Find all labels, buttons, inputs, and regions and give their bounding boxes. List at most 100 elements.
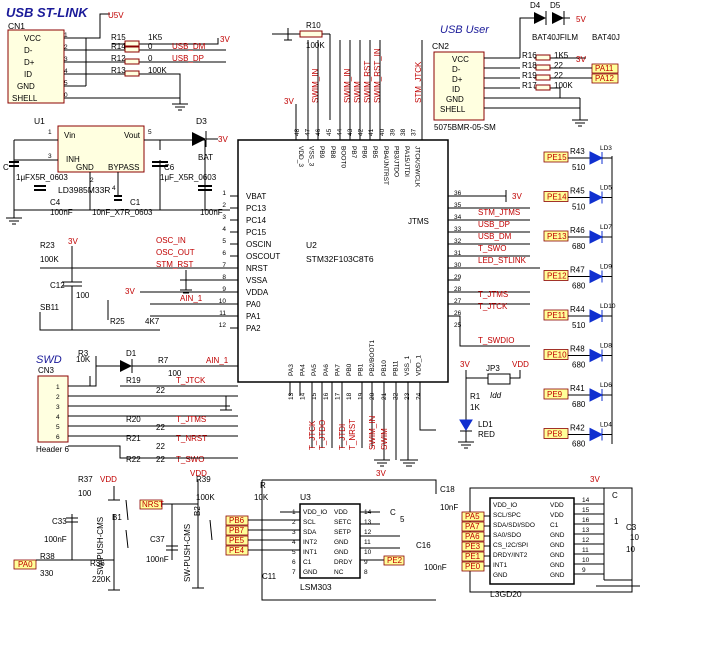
- r23-ref: R23: [40, 241, 55, 250]
- r14-body: [124, 46, 140, 53]
- pa0-label: PA0: [18, 560, 33, 569]
- r37-ref: R37: [78, 475, 93, 484]
- mcu-pin-pb11: PB11: [392, 360, 399, 376]
- led-port-tag: [543, 151, 569, 163]
- b2-part: SW-PUSH-CMS: [183, 524, 192, 582]
- r3-ref: R3: [78, 349, 89, 358]
- u1-pin3: 3: [48, 153, 52, 160]
- lsm-pin-scl: SCL: [303, 519, 316, 526]
- pe2-tag: [383, 555, 405, 566]
- led-port-pe10: PE10: [547, 351, 567, 360]
- right-net-t_jtck: T_JTCK: [478, 302, 508, 311]
- mcu-top-num: 42: [358, 128, 365, 136]
- lsm-pin-gnd: GND: [334, 549, 349, 556]
- r12-label: R12: [111, 54, 126, 63]
- bottom-net-t_jtdi: T_JTDI: [338, 424, 347, 450]
- c37-ref: C37: [150, 535, 165, 544]
- lsm-rnum: 8: [364, 569, 368, 576]
- c5-value: 5: [400, 515, 405, 524]
- d4-diode-icon: [534, 12, 546, 24]
- u1-bypass: BYPASS: [108, 163, 139, 172]
- mcu-pin-num: 1: [222, 190, 226, 197]
- l3g-c-ref: C: [612, 491, 618, 500]
- right-net-labels: STM_JTMSUSB_DPUSB_DMT_SWOLED_STLINKT_JTM…: [478, 208, 527, 345]
- jp3-idd: Idd: [490, 391, 502, 400]
- usb-dp-net: USB_DP: [172, 54, 204, 63]
- l3gd20-section: 3V L3GD20 VDD_IOSCL/SPCSDA/SDI/SDOSA0/SD…: [461, 475, 640, 599]
- l3g-c3-ref: C3: [626, 523, 637, 532]
- lsm-pin-drdy: DRDY: [334, 559, 353, 566]
- d5-diode-icon: [552, 12, 564, 24]
- mcu-pin-num: 5: [222, 238, 226, 245]
- l3g-pin-c1: C1: [550, 522, 559, 529]
- mcu-3v-right: 3V: [512, 192, 522, 201]
- mcu-pin-pb4-jntrst: PB4/JNTRST: [382, 146, 389, 185]
- u3-lsm303: [299, 503, 361, 579]
- u2-ref: U2: [306, 240, 317, 250]
- mcu-pin-num: 9: [222, 286, 226, 293]
- mcu-right-num: 34: [454, 214, 462, 221]
- r17-body: [535, 84, 551, 91]
- lsm-pin-sda: SDA: [303, 529, 317, 536]
- lsm-pin-c1: C1: [303, 559, 312, 566]
- l3g-rnum: 15: [582, 507, 590, 514]
- mcu-pin-pa4: PA4: [300, 364, 307, 376]
- mcu-bottom-num: 14: [300, 392, 307, 400]
- lsm-pin-int2: INT2: [303, 539, 317, 546]
- c12-ref: C12: [50, 281, 65, 290]
- r1-value: 1K: [470, 403, 480, 412]
- mcu-pin-vdd_3: VDD_3: [297, 146, 304, 167]
- cn2-ref: CN2: [432, 41, 449, 51]
- cn3-pin-2: 2: [56, 394, 60, 401]
- lsm-3v: 3V: [376, 469, 386, 478]
- cn3-pin-3: 3: [56, 404, 60, 411]
- swd-r22: R22: [126, 455, 141, 464]
- swd-swo-net: T_SWO: [176, 455, 204, 464]
- cn1-num-4: 4: [64, 68, 68, 75]
- bottom-net-swim_in: SWIM_IN: [368, 416, 377, 450]
- swd-jtck-net: T_JTCK: [176, 376, 206, 385]
- led-resistor-r45: R45: [570, 187, 585, 196]
- mcu-pin-pb3-jtdo: PB3/JTDO: [392, 146, 399, 177]
- cap-c6-ref: C6: [164, 163, 175, 172]
- u3-part: LSM303: [300, 582, 332, 592]
- mcu-bottom-num: 16: [323, 392, 330, 400]
- led-resistor-r41: R41: [570, 384, 585, 393]
- led-ref-ld10: LD10: [600, 303, 616, 310]
- usb-user-5v: 5V: [576, 15, 586, 24]
- l3g-pin-gnd: GND: [493, 572, 508, 579]
- cn3-ref: CN3: [38, 366, 55, 375]
- lsm-lnum: 3: [292, 529, 296, 536]
- c12-value: 100: [76, 291, 90, 300]
- top-net-swim-in-2: SWIM_IN: [343, 69, 352, 103]
- led-resistor-value: 680: [572, 282, 586, 291]
- pa12-tag: [591, 73, 619, 84]
- r7-value: 100: [168, 369, 182, 378]
- l3g-rnum: 12: [582, 537, 590, 544]
- ld1-led-icon: [459, 419, 473, 431]
- l3g-pin-gnd: GND: [550, 572, 565, 579]
- led-resistor-value: 680: [572, 242, 586, 251]
- mcu-top-num: 44: [336, 128, 343, 136]
- b2-wires: [162, 480, 213, 589]
- u1-vin: Vin: [64, 131, 75, 140]
- l3g-port-pe0: PE0: [465, 562, 481, 571]
- r23-3v: 3V: [68, 237, 78, 246]
- l3g-rnum: 10: [582, 557, 590, 564]
- lsm-rnum: 9: [364, 559, 368, 566]
- swd-ain-net: AIN_1: [206, 356, 229, 365]
- led-ref-ld6: LD6: [600, 382, 612, 389]
- c33-ref: C33: [52, 517, 67, 526]
- d5-ref: D5: [550, 1, 561, 10]
- mcu-bottom-num: 18: [346, 392, 353, 400]
- top-net-swim-rst: SWIM_RST: [363, 61, 372, 103]
- l3g-c3-value: 10: [630, 533, 639, 542]
- vdda-3v: 3V: [125, 287, 135, 296]
- misc-left-wires: [39, 246, 160, 331]
- top-pin-wires: [295, 40, 423, 140]
- mcu-pin-pa0: PA0: [246, 300, 261, 309]
